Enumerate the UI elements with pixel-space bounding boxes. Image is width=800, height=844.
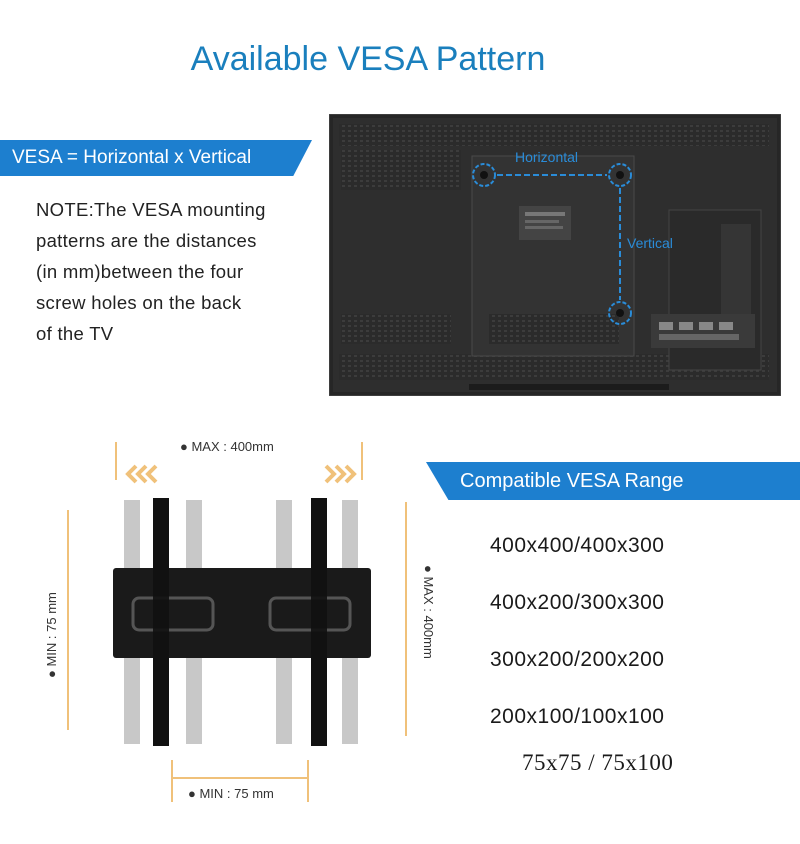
- page-title: Available VESA Pattern: [190, 40, 546, 78]
- vesa-hole-markers: [472, 163, 632, 325]
- tv-back-image: Horizontal Vertical: [329, 114, 781, 396]
- vertical-label: Vertical: [627, 235, 673, 251]
- horizontal-label: Horizontal: [515, 149, 578, 165]
- left-chevron-icons: [125, 464, 158, 484]
- max-height-label: ● MAX : 400mm: [421, 565, 436, 659]
- range-item: 75x75 / 75x100: [522, 750, 674, 775]
- note-line: screw holes on the back: [36, 292, 242, 313]
- range-item: 400x200/300x300: [490, 591, 665, 614]
- note-line: (in mm)between the four: [36, 261, 244, 282]
- note-line: NOTE:The VESA mounting: [36, 199, 266, 220]
- wall-plate: [113, 568, 371, 658]
- max-width-label: ● MAX : 400mm: [180, 439, 274, 454]
- range-item: 200x100/100x100: [490, 705, 665, 728]
- min-width-label: ● MIN : 75 mm: [188, 786, 274, 801]
- range-item: 300x200/200x200: [490, 648, 665, 671]
- vesa-note: NOTE:The VESA mounting patterns are the …: [36, 194, 316, 349]
- vesa-formula-banner: VESA = Horizontal x Vertical: [0, 140, 312, 176]
- note-line: of the TV: [36, 323, 114, 344]
- min-height-label: ● MIN : 75 mm: [44, 592, 59, 678]
- wall-mount-diagram: ● MAX : 400mm ● MIN : 75 mm ● MAX : 400m…: [44, 439, 436, 802]
- compatible-range-banner: Compatible VESA Range: [426, 462, 800, 500]
- range-item: 400x400/400x300: [490, 534, 665, 557]
- note-line: patterns are the distances: [36, 230, 257, 251]
- right-chevron-icons: [324, 464, 357, 484]
